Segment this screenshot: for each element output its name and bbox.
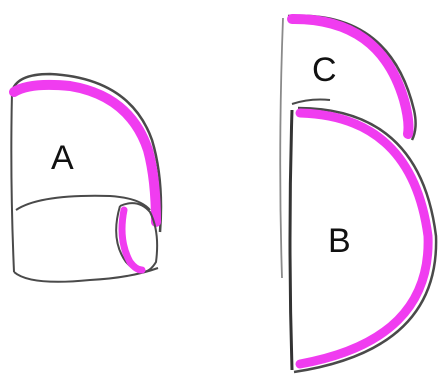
shape-a-top-curve [12, 74, 161, 232]
shape-a-left-edge [11, 92, 14, 272]
shape-b-label: B [328, 224, 351, 258]
shape-c-bottom-edge [292, 100, 330, 105]
shape-c-left-edge [280, 18, 283, 278]
shape-a [11, 74, 161, 282]
shape-c-label: C [312, 53, 337, 87]
shape-b-highlight-arc [300, 113, 428, 364]
shape-b [290, 108, 436, 372]
shape-a-label: A [51, 141, 74, 175]
shape-b-left-edge [290, 110, 292, 370]
shape-b-arc-outline [294, 108, 436, 372]
